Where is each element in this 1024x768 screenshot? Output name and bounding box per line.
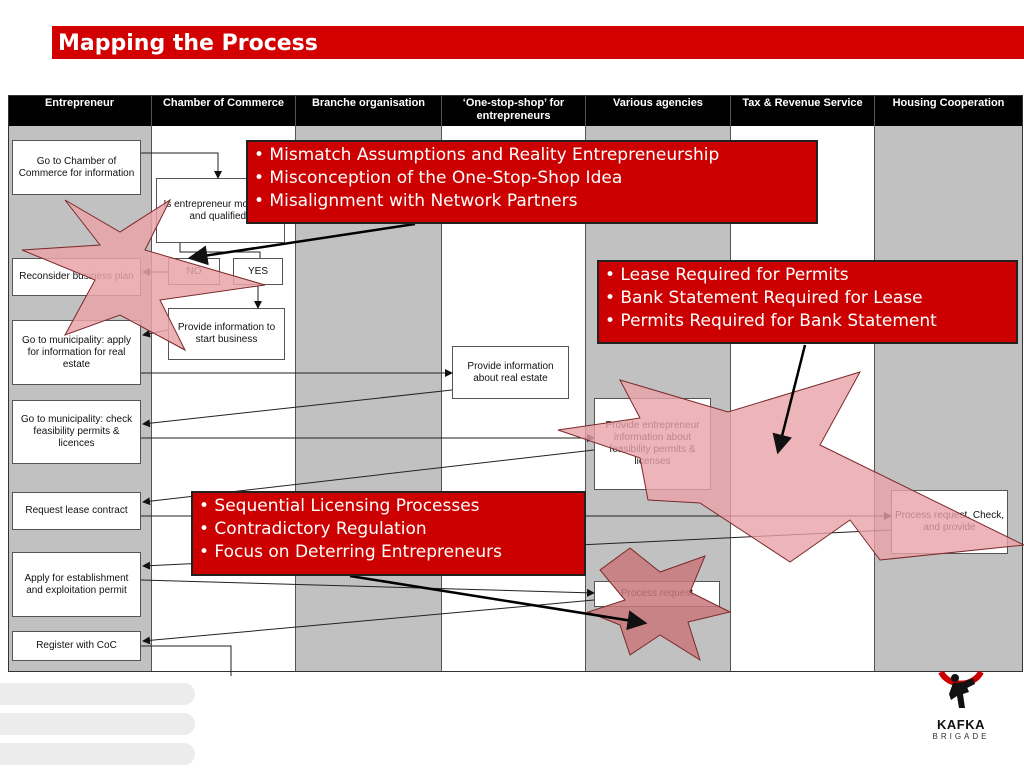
step-provide-info-real-estate: Provide information about real estate [452,346,569,399]
callout-right: • Lease Required for Permits • Bank Stat… [597,260,1018,344]
decor-pill [0,713,195,735]
logo-name: KAFKA [937,717,985,732]
lane-header: Tax & Revenue Service [731,95,874,126]
callout-bottom-item-2: • Contradictory Regulation [199,519,427,539]
decor-pill [0,743,195,765]
slide-title: Mapping the Process [52,26,1024,59]
step-municipality-feasibility: Go to municipality: check feasibility pe… [12,400,141,464]
lane-housing-cooperation: Housing Cooperation [875,95,1023,672]
lane-header: Chamber of Commerce [152,95,295,126]
step-provide-info-feasibility: Provide entrepreneur information about f… [594,398,711,490]
decor-pill [0,683,195,705]
callout-right-item-3: • Permits Required for Bank Statement [605,311,937,331]
lane-header: ‘One-stop-shop’ for entrepreneurs [442,95,585,126]
callout-top: • Mismatch Assumptions and Reality Entre… [246,140,818,224]
callout-bottom-item-1: • Sequential Licensing Processes [199,496,480,516]
lane-header: Entrepreneur [8,95,151,126]
step-municipality-real-estate: Go to municipality: apply for informatio… [12,320,141,385]
step-reconsider: Reconsider business plan [12,258,141,296]
step-go-to-coc: Go to Chamber of Commerce for informatio… [12,140,141,195]
callout-top-item-2: • Misconception of the One-Stop-Shop Ide… [254,168,623,188]
callout-right-item-1: • Lease Required for Permits [605,265,849,285]
step-provide-info-start: Provide information to start business [168,308,285,360]
lane-header: Various agencies [586,95,730,126]
step-request-lease: Request lease contract [12,492,141,530]
kafka-brigade-logo: KAFKA BRIGADE [928,668,994,748]
step-process-check-provide: Process request. Check, and provide [891,490,1008,554]
callout-bottom-item-3: • Focus on Deterring Entrepreneurs [199,542,502,562]
step-process-request: Process request [594,581,720,607]
kafka-figure-icon [938,670,984,708]
logo-sub: BRIGADE [932,732,990,741]
lane-header: Branche organisation [296,95,441,126]
callout-bottom: • Sequential Licensing Processes • Contr… [191,491,586,576]
callout-top-item-3: • Misalignment with Network Partners [254,191,578,211]
callout-top-item-1: • Mismatch Assumptions and Reality Entre… [254,145,720,165]
step-register-coc: Register with CoC [12,631,141,661]
step-no: NO [168,258,220,285]
lane-header: Housing Cooperation [875,95,1022,126]
step-yes: YES [233,258,283,285]
callout-right-item-2: • Bank Statement Required for Lease [605,288,923,308]
step-apply-establishment: Apply for establishment and exploitation… [12,552,141,617]
